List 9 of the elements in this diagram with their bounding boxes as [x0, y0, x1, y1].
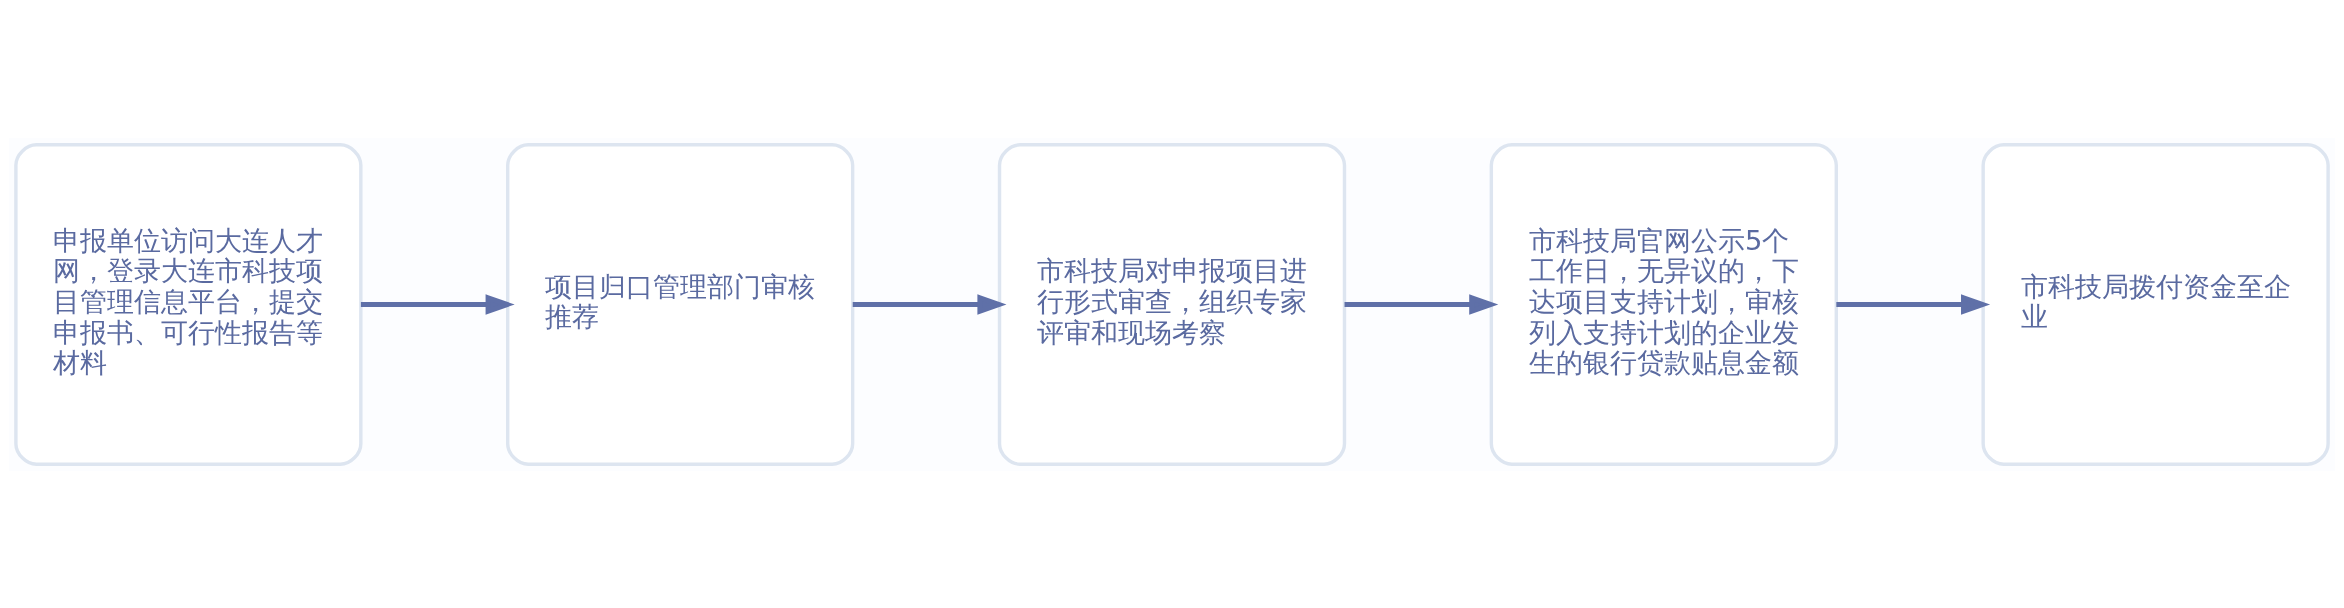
node-box: 市科技局拨付资金至企业 — [1981, 142, 2330, 466]
arrow — [1836, 293, 1991, 315]
node-box: 市科技局官网公示5个工作日，无异议的，下达项目支持计划，审核列入支持计划的企业发生的银行贷款贴息金额 — [1489, 142, 1838, 466]
node-box: 市科技局对申报项目进行形式审查，组织专家评审和现场考察 — [997, 142, 1347, 466]
node-box: 项目归口管理部门审核推荐 — [506, 142, 855, 466]
arrow — [360, 293, 515, 315]
arrow — [1344, 293, 1499, 315]
node-box: 申报单位访问大连人才网，登录大连市科技项目管理信息平台，提交申报书、可行性报告等材料 — [14, 142, 363, 466]
arrow — [852, 293, 1007, 315]
